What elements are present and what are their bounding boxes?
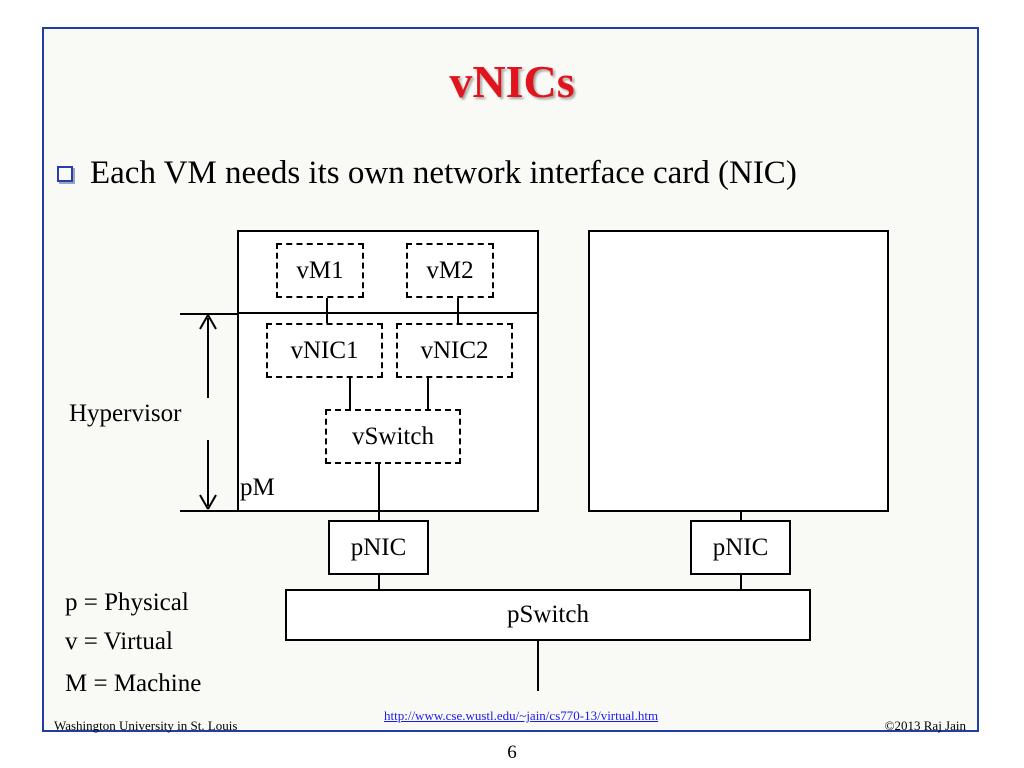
footer-institution: Washington University in St. Louis bbox=[54, 718, 238, 733]
vm2-box: vM2 bbox=[406, 243, 494, 298]
square-bullet-icon bbox=[57, 165, 73, 182]
vnic2-connector bbox=[427, 378, 429, 409]
vm1-connector bbox=[326, 298, 328, 323]
pswitch-box: pSwitch bbox=[285, 589, 811, 641]
hypervisor-arrow-heads-icon bbox=[199, 314, 217, 510]
pnic-left-box: pNIC bbox=[328, 520, 429, 575]
hypervisor-bracket-top bbox=[180, 313, 237, 315]
vnic1-connector bbox=[349, 378, 351, 409]
page-number: 6 bbox=[507, 742, 517, 763]
physical-machine-right bbox=[588, 230, 889, 512]
bullet-text: Each VM needs its own network interface … bbox=[90, 155, 797, 191]
hypervisor-arrow-shaft-upper bbox=[207, 318, 209, 398]
vnic2-box: vNIC2 bbox=[396, 323, 513, 378]
legend-virtual: v = Virtual bbox=[65, 628, 173, 655]
hypervisor-divider bbox=[237, 312, 539, 314]
hypervisor-arrow-shaft-lower bbox=[207, 440, 209, 506]
vm2-connector bbox=[457, 298, 459, 323]
right-machine-connector bbox=[740, 512, 742, 520]
pm-label: pM bbox=[240, 474, 275, 501]
vm1-box: vM1 bbox=[276, 243, 364, 298]
footer-copyright: ©2013 Raj Jain bbox=[884, 718, 966, 733]
vswitch-box: vSwitch bbox=[325, 409, 461, 464]
vswitch-to-pnic-connector bbox=[378, 464, 380, 520]
hypervisor-label: Hypervisor bbox=[69, 400, 182, 427]
pswitch-uplink bbox=[537, 641, 539, 691]
footer-url-link[interactable]: http://www.cse.wustl.edu/~jain/cs770-13/… bbox=[384, 708, 659, 723]
legend-physical: p = Physical bbox=[65, 589, 189, 616]
pnic-right-box: pNIC bbox=[690, 520, 791, 575]
vnic1-box: vNIC1 bbox=[266, 323, 383, 378]
slide-title: vNICs bbox=[449, 56, 575, 107]
pnic-left-to-pswitch bbox=[378, 575, 380, 589]
bullet-item: Each VM needs its own network interface … bbox=[57, 155, 797, 192]
pnic-right-to-pswitch bbox=[740, 575, 742, 589]
hypervisor-bracket-bottom bbox=[180, 510, 237, 512]
legend-machine: M = Machine bbox=[65, 670, 202, 697]
